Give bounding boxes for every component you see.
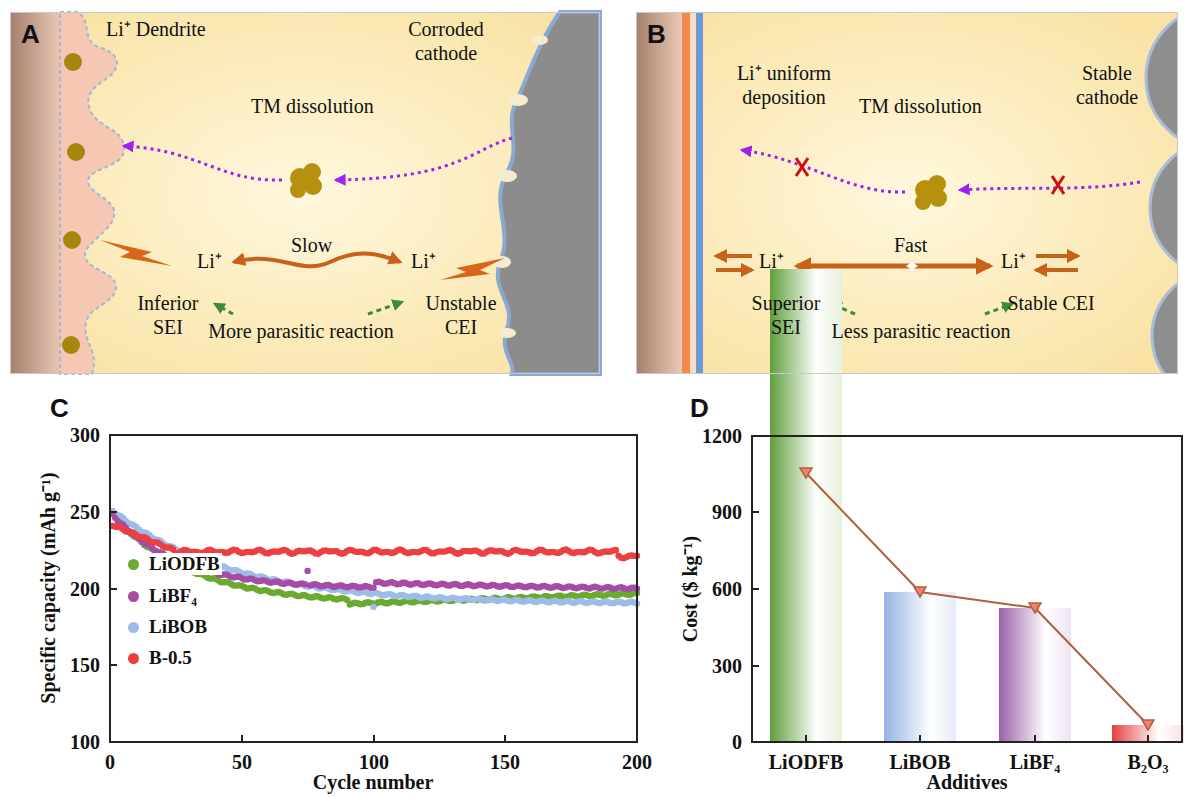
- axis-label: 200: [622, 751, 652, 773]
- axis-label: LiODFB: [769, 751, 843, 773]
- panel-b: BLi⁺ uniform depositionTM dissolutionSta…: [636, 12, 1178, 374]
- panel-text: Li⁺ uniform deposition: [719, 61, 849, 109]
- panel-a: A Li⁺ Dendrite Corroded cathode TM dissolut…: [10, 12, 600, 374]
- panel-text: Less parasitic reaction: [826, 319, 1016, 343]
- legend-swatch: [128, 559, 139, 570]
- panel-letter: C: [50, 394, 69, 423]
- panel-text: Stable cathode: [1069, 61, 1145, 109]
- panel-letter: A: [21, 19, 40, 49]
- panel-text: Unstable CEI: [416, 291, 506, 339]
- legend-item: B-0.5: [128, 647, 194, 669]
- legend-swatch: [128, 591, 139, 602]
- panel-text: Li⁺: [197, 249, 222, 273]
- legend-swatch: [128, 653, 139, 664]
- axis-label: 600: [712, 578, 742, 600]
- axis-label: 200: [70, 578, 100, 600]
- axis-label: 250: [70, 501, 100, 523]
- panel-text: TM dissolution: [251, 94, 374, 118]
- axis-label: 50: [232, 751, 252, 773]
- axis-label: 100: [359, 751, 389, 773]
- axis-label: 150: [70, 654, 100, 676]
- axis-title: Specific capacity (mAh g⁻¹): [37, 472, 59, 703]
- panel-text: Li⁺: [759, 249, 784, 273]
- panel-letter: D: [690, 394, 709, 423]
- axis-label: 100: [70, 731, 100, 753]
- panel-text: Li⁺: [1001, 249, 1026, 273]
- panel-text: Inferior SEI: [123, 291, 213, 339]
- axis-label: 1200: [702, 425, 742, 447]
- legend-text: LiBF₄: [147, 585, 199, 607]
- axis-label: B₂O₃: [1128, 751, 1169, 773]
- panel-text: Li⁺ Dendrite: [106, 17, 206, 41]
- panel-text: Corroded cathode: [386, 17, 506, 65]
- axis-label: 300: [70, 424, 100, 446]
- legend-text: LiODFB: [147, 553, 222, 575]
- panel-text: Slow: [291, 233, 332, 257]
- legend-item: LiBOB: [128, 616, 209, 638]
- axis-label: 900: [712, 501, 742, 523]
- axis-label: LiBOB: [889, 751, 950, 773]
- panel-text: Stable CEI: [1006, 291, 1096, 315]
- axis-label: Additives: [926, 771, 1007, 793]
- data-series: [109, 511, 640, 593]
- panel-text: Li⁺: [411, 249, 436, 273]
- axis-label: 150: [490, 751, 520, 773]
- axis-label: 300: [712, 655, 742, 677]
- axis-title: Cost ($ kg⁻¹): [679, 536, 701, 642]
- axis-label: 0: [105, 751, 115, 773]
- legend-swatch: [128, 622, 139, 633]
- axis-label: LiBF₄: [1010, 751, 1060, 773]
- data-series: [109, 511, 640, 608]
- axis-label: Cycle number: [313, 771, 434, 793]
- panel-letter: B: [647, 19, 666, 49]
- axis-label: 0: [732, 731, 742, 753]
- panel-text: TM dissolution: [859, 94, 982, 118]
- legend-item: LiODFB: [128, 553, 222, 575]
- panel-text: Superior SEI: [736, 291, 836, 339]
- legend-text: LiBOB: [147, 616, 209, 638]
- panel-text: More parasitic reaction: [206, 319, 396, 343]
- data-series: [109, 508, 640, 610]
- panel-text: Fast: [894, 233, 927, 257]
- legend-text: B-0.5: [147, 647, 194, 669]
- legend-item: LiBF₄: [128, 585, 199, 607]
